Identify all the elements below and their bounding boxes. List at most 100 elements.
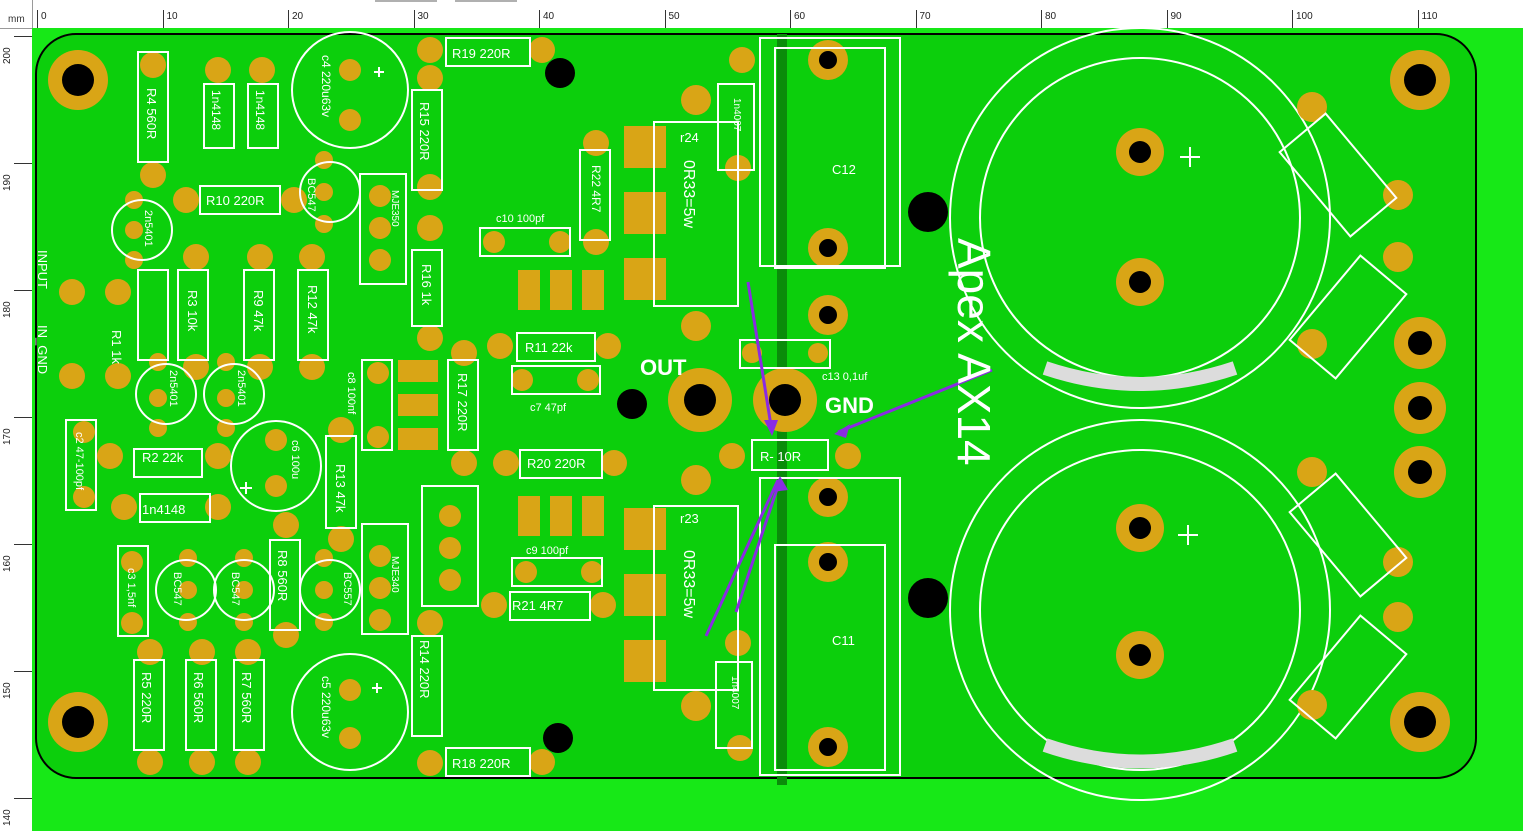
ruler-top-label: 70	[919, 11, 931, 22]
component-label: R5 220R	[139, 672, 154, 723]
arrow-heads	[764, 420, 850, 492]
component-label: R13 47k	[333, 464, 348, 513]
component-label: c2 47-100pf	[73, 432, 85, 491]
ruler-top-label: 50	[668, 11, 680, 22]
ruler-left-label: 150	[2, 682, 13, 699]
ruler-tick	[37, 10, 38, 28]
component-label: R4 560R	[144, 88, 159, 139]
square-pads	[398, 126, 666, 682]
component-label: R7 560R	[239, 672, 254, 723]
small-pads	[59, 37, 1413, 776]
ruler-top-label: 20	[292, 11, 304, 22]
component-label: R9 47k	[251, 290, 266, 332]
component-label: BC547	[171, 572, 183, 606]
component-label: 1n4148	[209, 90, 223, 130]
ruler-top-label: 10	[166, 11, 178, 22]
component-label: 2n5401	[167, 370, 179, 407]
component-label: 1n4007	[731, 98, 742, 132]
component-label: C11	[832, 633, 855, 648]
component-label: R18 220R	[452, 756, 511, 771]
component-label: R1 1k	[109, 330, 124, 364]
ruler-top-label: 60	[794, 11, 806, 22]
component-label: 1n4148	[142, 502, 185, 517]
ruler-top-label: 30	[417, 11, 429, 22]
component-label: R20 220R	[527, 456, 586, 471]
ruler-tick	[288, 10, 289, 28]
component-label: c7 47pf	[530, 402, 567, 414]
tab-stub	[375, 0, 437, 2]
diode-bodies	[1278, 112, 1408, 740]
ruler-left-label: 160	[2, 555, 13, 572]
component-label: BC547	[305, 178, 317, 212]
component-label: R16 1k	[419, 264, 434, 306]
plus-marks	[240, 67, 1200, 693]
component-label: MJE350	[389, 190, 400, 227]
component-label: C12	[832, 162, 856, 177]
ruler-tick	[14, 36, 32, 37]
ruler-top-label: 100	[1296, 11, 1313, 22]
input-label: INPUT	[35, 250, 50, 289]
component-label: 0R33=5w	[680, 550, 697, 618]
ruler-corner: mm	[0, 0, 33, 29]
silkscreen-text: OUT GND Apex AX14 INPUT IN_GND R4 560R 1…	[35, 46, 1000, 771]
component-label: c3 1,5nf	[125, 568, 137, 608]
component-label: R19 220R	[452, 46, 511, 61]
component-label: R14 220R	[417, 640, 432, 699]
out-label: OUT	[640, 355, 687, 380]
ruler-tick	[1041, 10, 1042, 28]
ruler-top-label: 90	[1170, 11, 1182, 22]
component-label: BC557	[341, 572, 353, 606]
component-label: MJE340	[389, 556, 400, 593]
ruler-left-label: 200	[2, 47, 13, 64]
component-label: R22 4R7	[589, 165, 603, 213]
component-label: R3 10k	[185, 290, 200, 332]
component-label: c8 100nf	[345, 372, 357, 415]
cap-polarity-band	[1042, 738, 1238, 769]
ruler-tick	[1292, 10, 1293, 28]
component-label: R12 47k	[305, 285, 320, 334]
ruler-top-label: 0	[41, 11, 47, 22]
component-label: 1n4007	[729, 676, 740, 710]
component-label: r24	[680, 130, 699, 145]
capacitor-outlines	[230, 28, 1331, 801]
annotation-arrows	[704, 281, 993, 637]
ruler-tick	[1166, 10, 1168, 28]
ruler-left-label: 180	[2, 301, 13, 318]
component-label: c5 220u63v	[319, 676, 333, 738]
component-label: BC547	[229, 572, 241, 606]
component-label: R21 4R7	[512, 598, 563, 613]
component-label: R2 22k	[142, 450, 184, 465]
component-label: 2n5401	[235, 370, 247, 407]
component-label: 1n4148	[253, 90, 267, 130]
component-label: c4 220u63v	[319, 55, 333, 117]
ruler-tick	[14, 290, 32, 291]
component-label: R17 220R	[455, 373, 470, 432]
component-label: c13 0,1uf	[822, 371, 868, 383]
tab-stub	[455, 0, 517, 2]
component-label: R10 220R	[206, 193, 265, 208]
ruler-top-label: 40	[543, 11, 555, 22]
ruler-tick	[14, 671, 32, 672]
component-label: R11 22k	[525, 340, 573, 355]
component-label: R8 560R	[275, 550, 290, 601]
in-gnd-label: IN_GND	[35, 325, 50, 374]
ruler-tick	[790, 10, 791, 28]
component-label: 0R33=5w	[680, 160, 697, 228]
pcb-canvas[interactable]: OUT GND Apex AX14 INPUT IN_GND R4 560R 1…	[32, 28, 1523, 831]
component-label: c9 100pf	[526, 545, 569, 557]
ruler-tick	[413, 10, 415, 28]
ruler-top-label: 80	[1045, 11, 1057, 22]
ruler-tick	[162, 10, 164, 28]
component-label: c10 100pf	[496, 213, 545, 225]
component-label: 2n5401	[142, 210, 154, 247]
component-label: R6 560R	[191, 672, 206, 723]
ruler-left-label: 170	[2, 428, 13, 445]
ruler-left-label: 190	[2, 174, 13, 191]
gnd-label: GND	[825, 393, 874, 418]
ruler-tick	[14, 417, 32, 418]
ruler-tick	[539, 10, 540, 28]
ruler-unit: mm	[8, 14, 25, 25]
component-label: r23	[680, 511, 699, 526]
